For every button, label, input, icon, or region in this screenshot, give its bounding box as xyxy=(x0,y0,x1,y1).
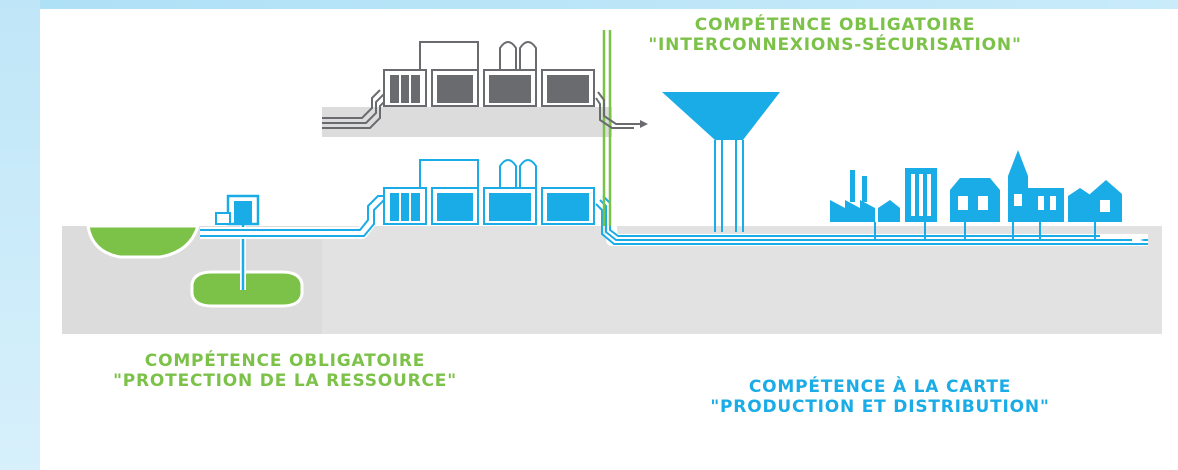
house-icon xyxy=(950,178,1000,222)
top-decorative-strip xyxy=(40,0,1178,9)
label-interconnexions: COMPÉTENCE OBLIGATOIRE "INTERCONNEXIONS-… xyxy=(584,15,1086,55)
label-protection-line2: "PROTECTION DE LA RESSOURCE" xyxy=(113,371,457,391)
house-icon xyxy=(1068,180,1122,222)
office-building-icon xyxy=(905,168,937,222)
flow-arrow-icon xyxy=(1132,237,1144,243)
label-interconnexions-line1: COMPÉTENCE OBLIGATOIRE xyxy=(694,15,976,35)
left-decorative-strip xyxy=(0,0,40,470)
reservoir-icon xyxy=(86,224,304,308)
pump-station-icon xyxy=(215,194,260,290)
church-icon xyxy=(1008,150,1064,222)
interconnection-pipe xyxy=(602,30,612,226)
label-production-line2: "PRODUCTION ET DISTRIBUTION" xyxy=(710,397,1050,417)
factory-icon xyxy=(830,170,900,222)
treatment-plant-icon xyxy=(322,41,648,129)
label-interconnexions-line2: "INTERCONNEXIONS-SÉCURISATION" xyxy=(648,35,1022,55)
treatment-plant-icon xyxy=(383,159,595,225)
label-production: COMPÉTENCE À LA CARTE "PRODUCTION ET DIS… xyxy=(665,377,1095,417)
label-production-line1: COMPÉTENCE À LA CARTE xyxy=(748,377,1012,397)
water-tower-icon xyxy=(662,92,780,140)
label-protection-line1: COMPÉTENCE OBLIGATOIRE xyxy=(144,351,426,371)
label-protection: COMPÉTENCE OBLIGATOIRE "PROTECTION DE LA… xyxy=(70,351,500,391)
